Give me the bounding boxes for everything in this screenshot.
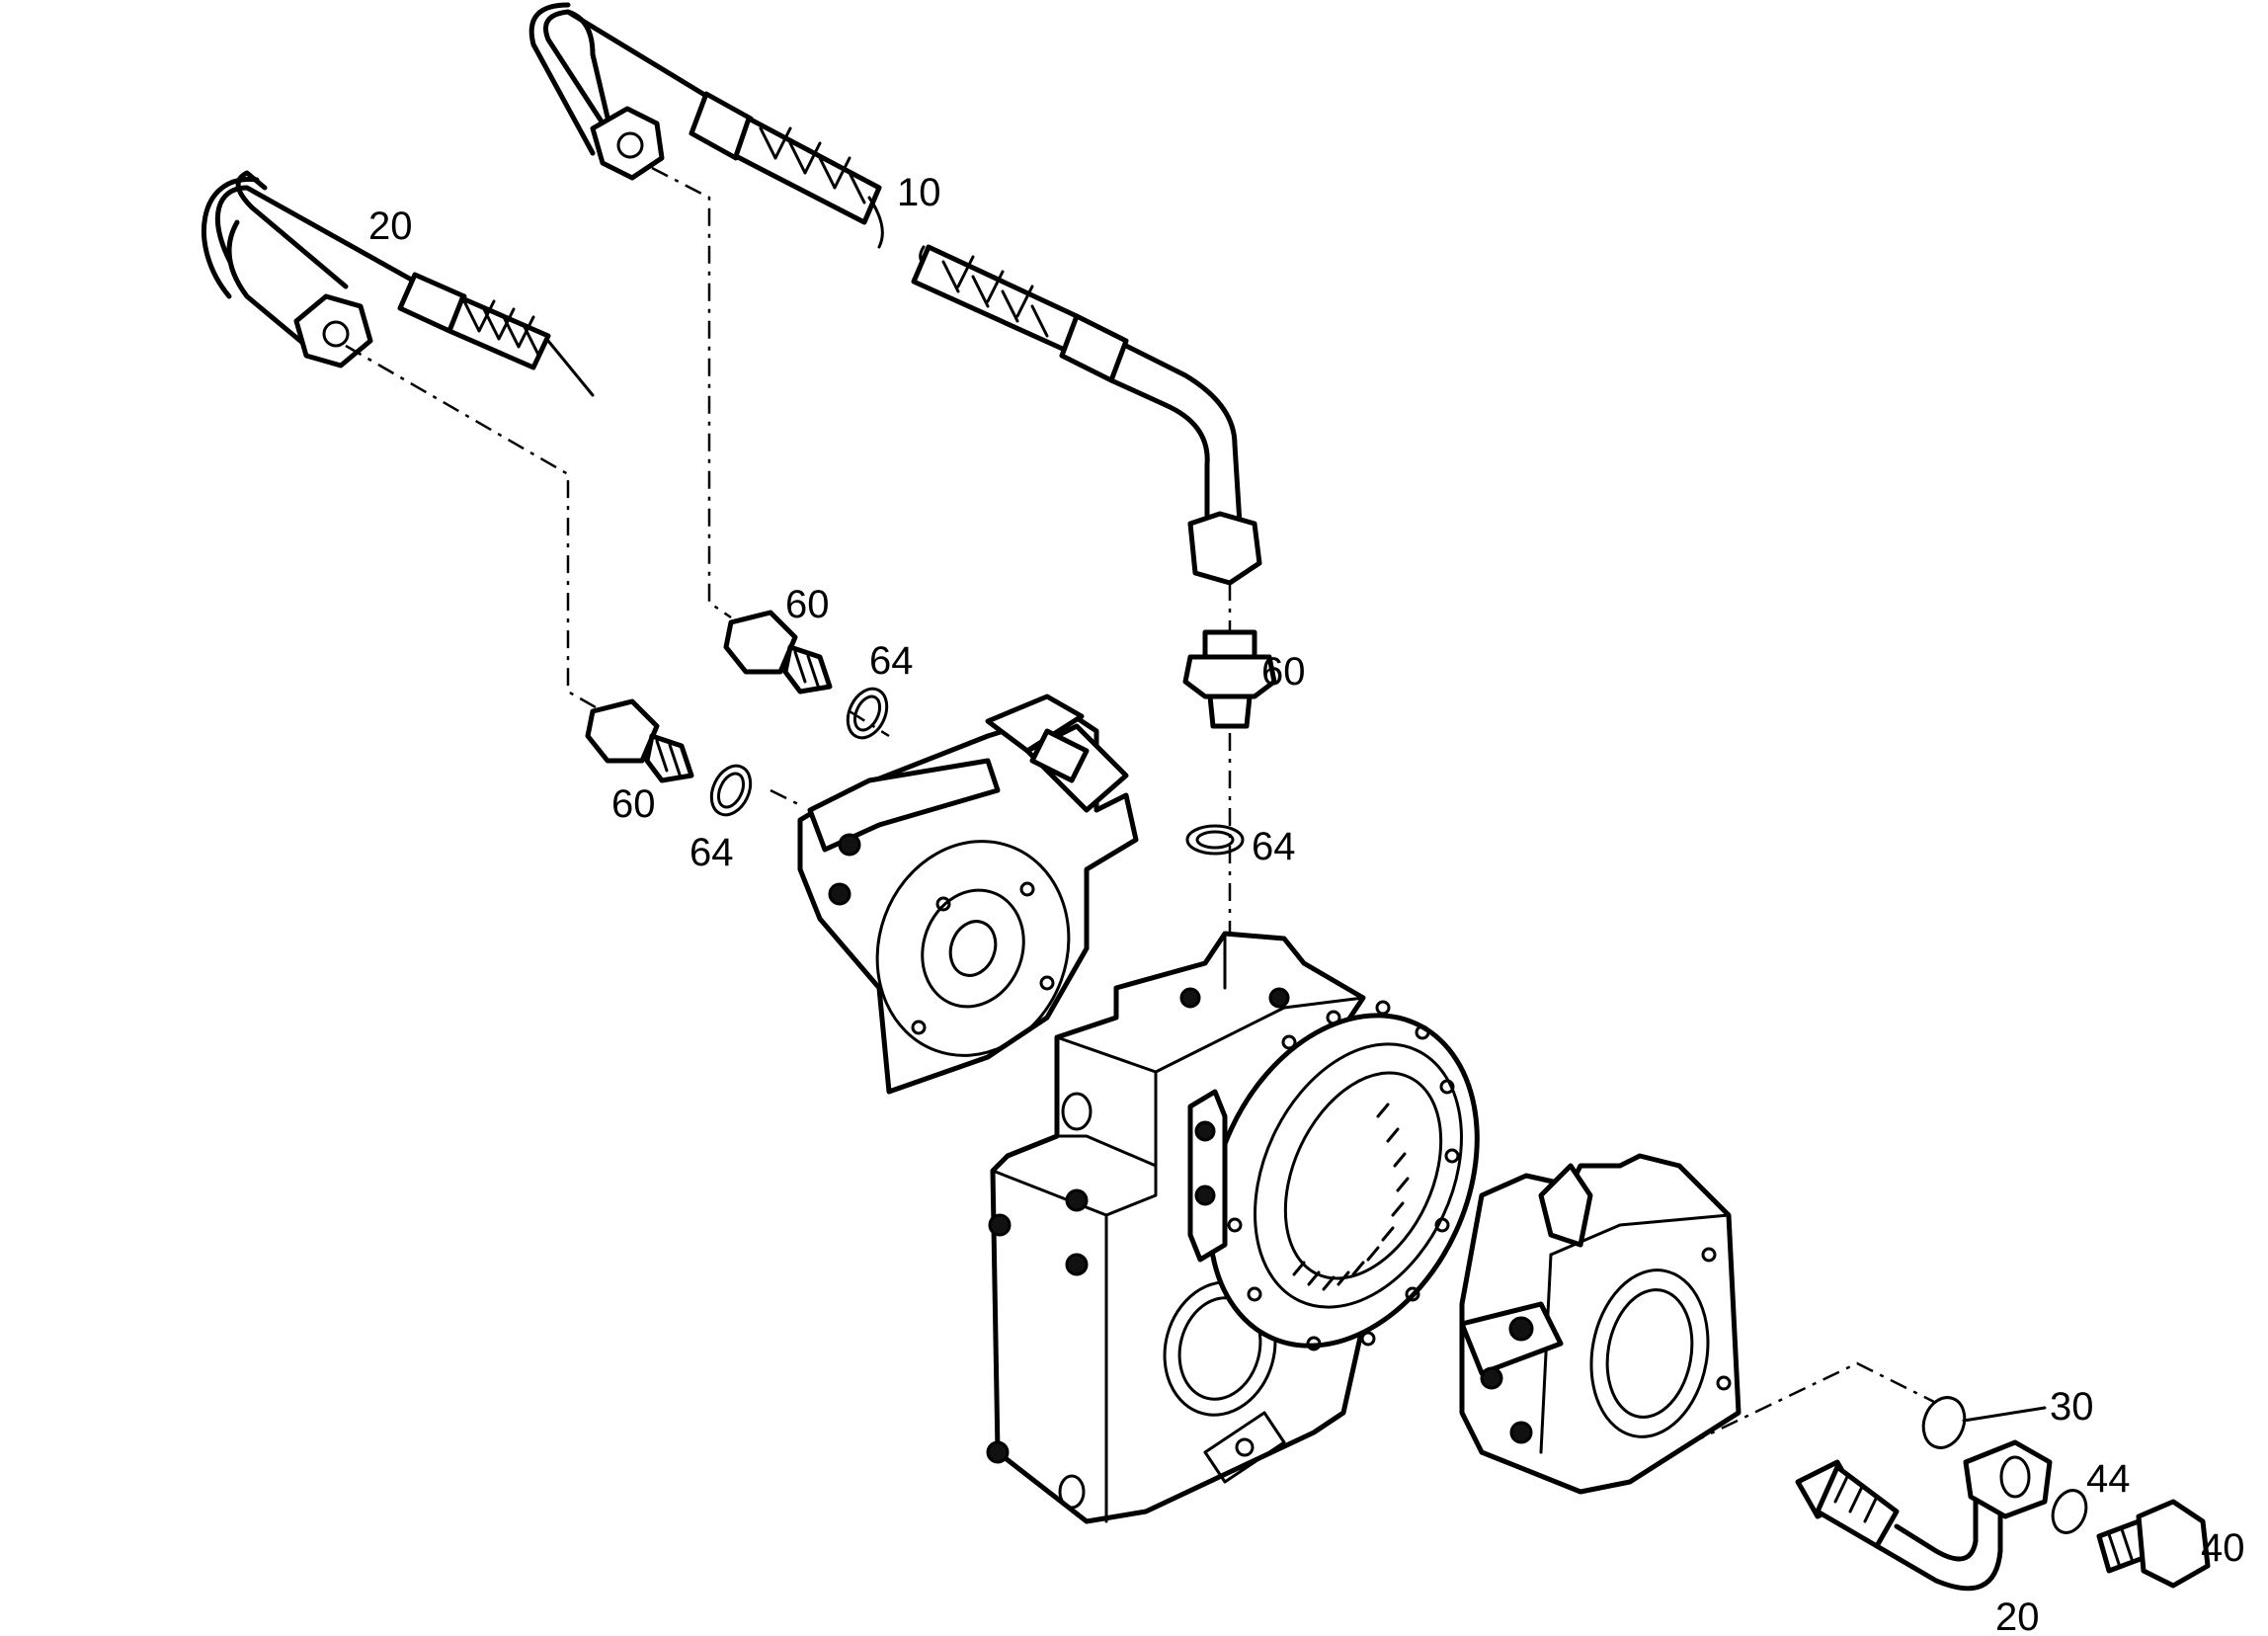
oring-30: [1921, 1396, 1967, 1449]
hose-assembly-10: [528, 2, 1262, 586]
callout-labels: 10 20 60 60 60 64 64 64 30 44 40 20: [368, 171, 2245, 1636]
main-housing: [986, 931, 1480, 1524]
seal-64-right: [1185, 824, 1245, 856]
callout-60-middle: 60: [785, 583, 830, 626]
callout-44: 44: [2086, 1457, 2131, 1501]
callout-20-line: 20: [1995, 1595, 2040, 1636]
washer-44: [2051, 1489, 2088, 1534]
callout-60-right: 60: [1261, 650, 1306, 694]
callout-30: 30: [2050, 1385, 2094, 1429]
fitting-60-middle: [723, 610, 833, 695]
right-housing: [1459, 1153, 1742, 1495]
bolt-40: [2096, 1499, 2211, 1589]
callout-64-right: 64: [1252, 825, 1296, 868]
callout-64-left: 64: [689, 831, 734, 874]
fitting-60-left: [585, 698, 694, 783]
callout-20-hose: 20: [368, 204, 413, 248]
callout-10: 10: [897, 171, 941, 214]
callout-60-left: 60: [611, 782, 656, 826]
banjo-line-20: [1795, 1439, 2053, 1592]
fitting-60-right: [1182, 629, 1277, 729]
seal-64-left: [709, 764, 753, 817]
callout-64-middle: 64: [869, 639, 914, 683]
seal-64-middle: [846, 687, 889, 740]
callout-40: 40: [2201, 1526, 2245, 1570]
control-valve-block: [797, 694, 1139, 1095]
